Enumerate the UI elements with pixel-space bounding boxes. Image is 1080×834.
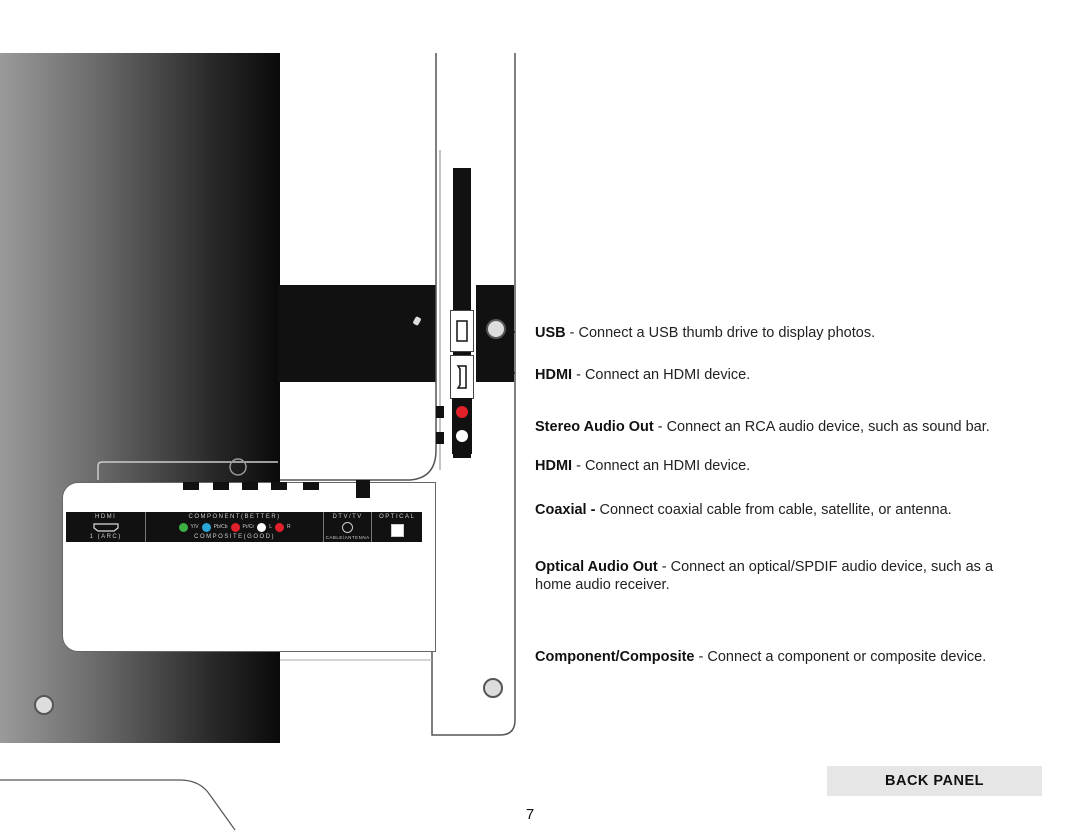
desc-hdmi-bottom: HDMI - Connect an HDMI device. [535,458,751,474]
red-jack-icon [230,522,240,532]
blue-jack-icon [201,522,211,532]
white-jack-icon [257,522,267,532]
hdmi-bottom-label: HDMI [94,514,117,520]
desc-optical-audio-out: Optical Audio Out - Connect an optical/S… [535,559,994,593]
optical-port-icon [390,523,404,537]
bottom-port-label-strip: HDMI 1 (ARC) COMPONENT(BETTER) Y/V Pb/Cb… [66,512,422,542]
screw-icon [483,678,503,698]
page-number: 7 [525,806,535,823]
connector-nub [213,482,229,490]
hdmi-port-icon [93,523,119,532]
desc-stereo-audio-out: Stereo Audio Out - Connect an RCA audio … [535,419,990,435]
connector-nub [303,482,319,490]
connector-nub [242,482,258,490]
coax-port-icon [342,522,354,533]
bottom-connector-panel [62,482,436,652]
optical-label: OPTICAL [379,514,416,520]
tv-rear-band [278,285,436,382]
audio-port-tab [436,406,444,418]
pr-cr-label: Pr/Cr [242,524,255,530]
pb-cb-label: Pb/Cb [213,524,228,530]
desc-coaxial: Coaxial - Connect coaxial cable from cab… [535,502,952,518]
screw-icon [486,319,506,339]
r-label: R [286,524,291,530]
optical-cell: OPTICAL [372,512,422,542]
component-cell: COMPONENT(BETTER) Y/V Pb/Cb Pr/Cr L R CO… [146,512,324,542]
dtv-cell: DTV/TV CABLE/ANTENNA [324,512,373,542]
component-label: COMPONENT(BETTER) [188,514,281,520]
usb-port [450,310,474,352]
connector-nub [183,482,199,490]
desc-hdmi-side: HDMI - Connect an HDMI device. [535,367,751,383]
hdmi-bottom-cell: HDMI 1 (ARC) [66,512,147,542]
connector-nub [356,480,370,498]
composite-label: COMPOSITE(GOOD) [194,534,275,540]
dtv-label: DTV/TV [332,514,363,520]
audio-out-ports [452,398,472,454]
audio-port-tab [436,432,444,444]
dtv-sublabel: CABLE/ANTENNA [325,535,370,540]
section-label: BACK PANEL [827,766,1042,796]
hdmi-bottom-sublabel: 1 (ARC) [89,534,122,540]
y-v-label: Y/V [190,524,199,530]
desc-component-composite: Component/Composite - Connect a componen… [535,649,987,665]
desc-usb: USB - Connect a USB thumb drive to displ… [535,325,876,341]
connector-nub [271,482,287,490]
screw-icon [34,695,54,715]
green-jack-icon [178,522,188,532]
hdmi-side-port [450,355,474,399]
l-label: L [269,524,272,530]
red-jack-icon [274,522,284,532]
side-connector-block [476,285,514,382]
